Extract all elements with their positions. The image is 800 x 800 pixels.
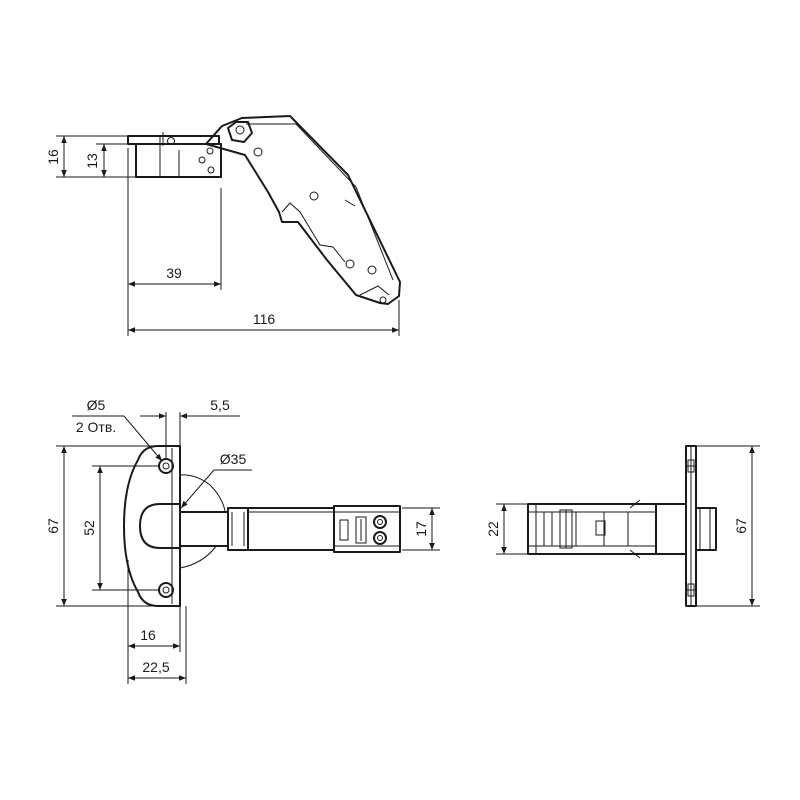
cup-side: [695, 507, 717, 551]
side-view: 16 13 39 116: [45, 115, 401, 336]
dim-cup-diameter: Ø35: [220, 451, 247, 467]
dim-side-height-outer: 16: [45, 149, 61, 165]
hinge-arm-front: [179, 511, 233, 547]
dim-hole-spacing: 52: [81, 520, 97, 536]
dim-side-depth: 39: [166, 265, 182, 281]
dim-side-height-inner: 13: [84, 153, 100, 169]
dim-plate-depth: 22,5: [142, 659, 169, 675]
cup-outline: [179, 474, 227, 569]
dim-arm-width: 17: [413, 521, 429, 537]
hinge-arm: [205, 115, 401, 305]
dim-hole-count: 2 Отв.: [76, 419, 116, 435]
dim-right-plate-height: 67: [733, 518, 749, 534]
mount-hole-top: [158, 458, 174, 474]
dim-edge-offset: 5,5: [210, 397, 230, 413]
dim-cup-offset: 16: [140, 627, 156, 643]
dim-plate-height: 67: [45, 518, 61, 534]
front-view: 67 52 17 5,5 Ø5 2 Отв. Ø35 16 2: [45, 397, 440, 684]
mounting-plate: [123, 445, 181, 607]
dim-side-total-length: 116: [253, 311, 276, 327]
dim-hole-diameter: Ø5: [87, 397, 106, 413]
dim-right-arm-height: 22: [485, 521, 501, 537]
hinge-arm-top: [655, 503, 687, 555]
mount-hole-bottom: [158, 582, 174, 598]
top-view: 22 67: [485, 445, 760, 607]
